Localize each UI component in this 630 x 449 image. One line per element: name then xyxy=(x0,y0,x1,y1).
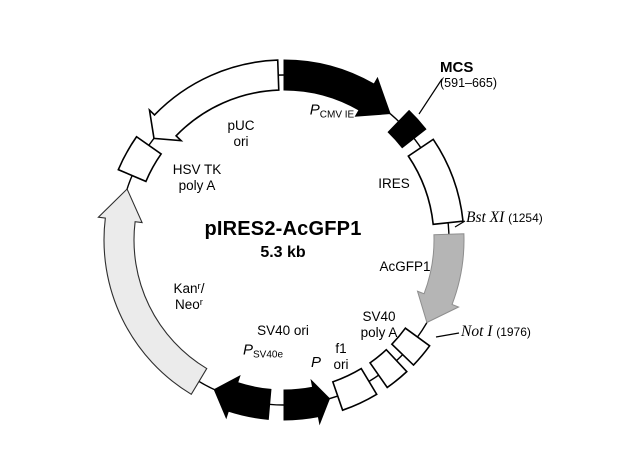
pcmv-subscript: CMV IE xyxy=(319,109,355,121)
feature-sv40-polya-box-2 xyxy=(368,348,408,389)
psv40e-e: e xyxy=(277,349,284,361)
bstxi-site: (1254) xyxy=(508,211,543,225)
hsv-tk-polya-label: HSV TK poly A xyxy=(173,162,222,194)
pcmv-p-symbol: P xyxy=(309,101,320,119)
noti-site: (1976) xyxy=(496,325,531,339)
feature-sv40-polya-box-1 xyxy=(390,327,431,367)
psv40e-p-symbol: P xyxy=(242,341,253,359)
feature-acgfp1-arrow xyxy=(416,233,465,324)
bstxi-enzyme: Bst XI xyxy=(466,209,505,226)
f1-line1: f1 xyxy=(335,341,347,356)
hsvtk-line1: HSV TK xyxy=(172,162,222,177)
feature-ires-segment xyxy=(407,138,464,226)
puc-line1: pUC xyxy=(227,118,255,133)
plasmid-name: pIRES2-AcGFP1 xyxy=(204,218,362,240)
feature-hsv-tk-polya-box xyxy=(117,135,163,183)
mcs-leader-line xyxy=(418,78,443,115)
feature-mcs-segment xyxy=(387,109,427,149)
f1-ori-label: f1 ori xyxy=(333,341,348,373)
psv40e-label: PSV40e xyxy=(242,341,284,364)
sv40-ori-label: SV40 ori xyxy=(257,323,309,338)
feature-psv40e-promoter-arrow xyxy=(213,374,272,420)
acgfp1-label: AcGFP1 xyxy=(379,259,431,274)
kan-neo-label: Kanr/ Neor xyxy=(174,281,205,313)
puc-ori-label: pUC ori xyxy=(227,118,254,150)
feature-p-promoter-arrow xyxy=(283,378,331,426)
mcs-name: MCS xyxy=(440,59,474,76)
mcs-range: (591–665) xyxy=(440,76,497,90)
sv40-polya-line1: SV40 xyxy=(362,309,396,324)
f1-p-symbol: P xyxy=(310,354,322,371)
sv40-polya-label: SV40 poly A xyxy=(361,309,398,341)
f1-line2: ori xyxy=(333,357,349,372)
puc-line2: ori xyxy=(233,134,249,149)
kan-line: Kanr/ xyxy=(173,281,205,296)
sv40-polya-line2: poly A xyxy=(360,325,398,340)
noti-leader-line xyxy=(435,332,460,338)
mcs-label: MCS (591–665) xyxy=(440,59,497,91)
bstxi-label: Bst XI (1254) xyxy=(466,210,543,226)
feature-kan-neo-arrow xyxy=(97,188,208,396)
hsvtk-line2: poly A xyxy=(178,178,216,193)
plasmid-size: 5.3 kb xyxy=(260,244,306,261)
neo-line: Neor xyxy=(175,297,203,312)
feature-f1-ori-box xyxy=(331,367,378,412)
feature-puc-ori-arrow xyxy=(148,59,280,142)
ires-label: IRES xyxy=(378,176,410,191)
pcmv-label: PCMV IE xyxy=(309,101,355,124)
feature-pcmv-ie-promoter-arrow xyxy=(283,59,391,117)
noti-enzyme: Not I xyxy=(461,323,493,340)
noti-label: Not I (1976) xyxy=(461,324,531,340)
bstxi-leader-line xyxy=(454,220,466,228)
psv40e-subscript: SV40 xyxy=(252,349,278,361)
